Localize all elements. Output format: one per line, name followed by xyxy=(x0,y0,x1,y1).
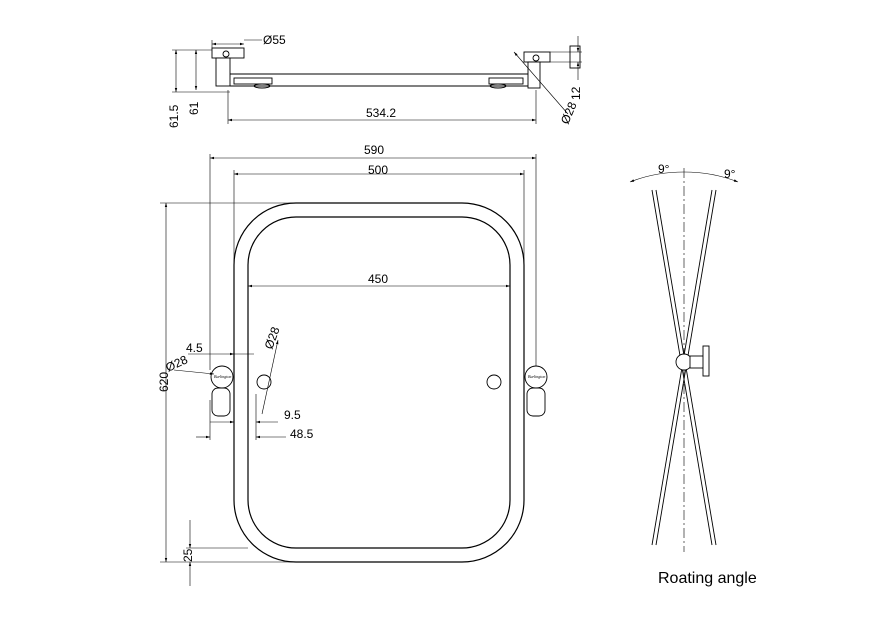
dim-glass-width: 450 xyxy=(368,272,388,286)
dim-pivot-offset: 12 xyxy=(569,86,583,100)
dim-knob-offset: 9.5 xyxy=(284,408,301,422)
left-bracket-logo: Burlington xyxy=(214,374,231,379)
top-view: Ø55 61.5 61 534.2 12 Ø28 xyxy=(167,33,583,128)
dim-bottom-offset: 25 xyxy=(181,548,195,562)
dim-frame-width: 500 xyxy=(368,163,388,177)
mirror-inner-frame xyxy=(247,216,511,549)
rotating-angle-caption: Roating angle xyxy=(658,570,757,587)
right-bracket-end xyxy=(569,45,581,69)
dim-bar-length: 534.2 xyxy=(366,106,396,120)
dim-bracket-gap: 4.5 xyxy=(186,341,203,355)
left-bracket-screw xyxy=(222,50,230,58)
dim-overall-height: 620 xyxy=(157,372,171,392)
left-rail-clip xyxy=(233,77,273,85)
dim-knob-diameter: Ø28 xyxy=(262,325,283,351)
left-bracket-arm xyxy=(215,57,231,87)
dim-depth-outer: 61.5 xyxy=(167,104,181,128)
right-bracket-screw xyxy=(532,54,540,62)
mirror-outer-frame xyxy=(233,202,525,563)
right-bracket-logo: Burlington xyxy=(528,374,545,379)
angle-right: 9° xyxy=(724,167,736,181)
right-rail-clip xyxy=(488,77,524,85)
angle-left: 9° xyxy=(658,162,670,176)
dim-depth-inner: 61 xyxy=(187,101,201,115)
rail-top-view xyxy=(230,73,528,87)
front-view: Burlington Burlington 590 500 450 620 25 xyxy=(157,143,548,586)
right-mirror-knob xyxy=(486,374,502,390)
dim-bracket-diameter: Ø55 xyxy=(263,33,286,47)
right-bracket-base xyxy=(526,387,546,417)
pivot-wall-plate xyxy=(702,345,710,377)
left-mirror-knob xyxy=(256,374,272,390)
side-view: 9° 9° Roating angle xyxy=(629,162,757,587)
dim-knob-center: 48.5 xyxy=(290,427,314,441)
dim-overall-width: 590 xyxy=(364,143,384,157)
pivot-stem xyxy=(689,355,705,369)
dim-pivot-diameter: Ø28 xyxy=(558,100,580,127)
left-bracket-base xyxy=(211,387,231,417)
